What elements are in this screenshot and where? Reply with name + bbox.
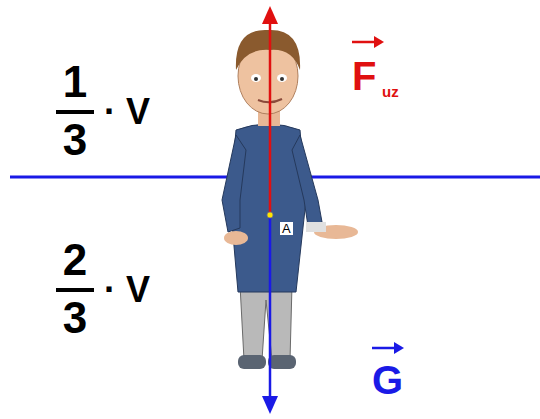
arrow-head: [374, 36, 384, 48]
point-label: A: [280, 222, 293, 235]
force-symbol: G: [372, 360, 403, 400]
fraction-denominator: 3: [63, 296, 87, 340]
person: [222, 30, 358, 369]
fraction-bar: [56, 288, 94, 292]
buoyancy-arrow: [269, 20, 272, 215]
arrow-head: [394, 342, 404, 354]
fraction-denominator: 3: [63, 118, 87, 162]
force-symbol: F: [352, 56, 376, 96]
point-a: [267, 212, 273, 218]
volume-term: · V: [104, 94, 150, 130]
volume-term: · V: [104, 272, 150, 308]
fraction-bar: [56, 110, 94, 114]
fraction-numerator: 2: [63, 238, 87, 282]
weight-arrow: [269, 215, 272, 400]
arrow-head: [262, 396, 278, 414]
arrow-head: [262, 6, 278, 24]
force-subscript: uz: [382, 84, 399, 99]
fraction-numerator: 1: [63, 60, 87, 104]
